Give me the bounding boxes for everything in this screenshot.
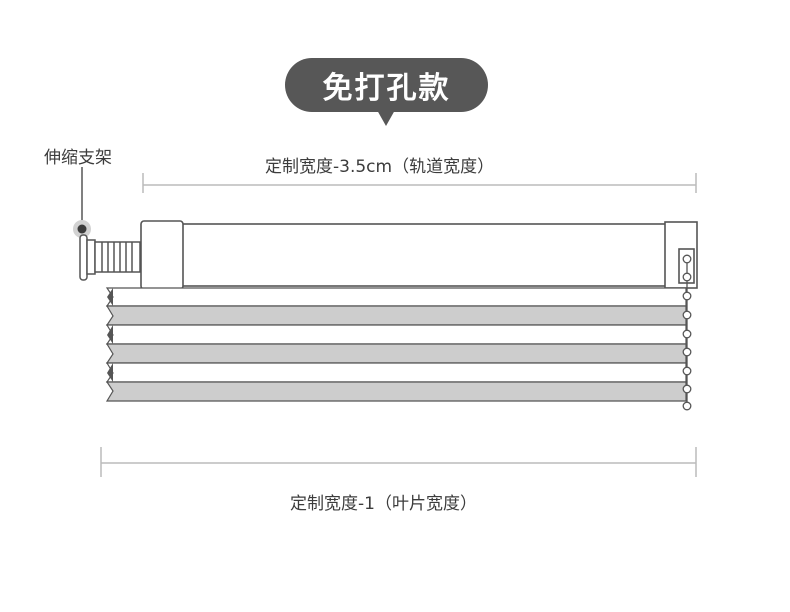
heading-title: 免打孔款 xyxy=(322,71,451,106)
heading-pill: 免打孔款 xyxy=(285,58,488,112)
track-dimension-line xyxy=(142,173,697,193)
telescopic-bracket xyxy=(79,234,141,281)
heading-pill-pointer xyxy=(377,110,395,126)
slat-width-label: 定制宽度-1（叶片宽度） xyxy=(290,494,477,514)
bracket-leader xyxy=(73,167,91,238)
pleated-slats xyxy=(105,287,687,402)
bead-chain xyxy=(682,254,692,411)
track-width-label: 定制宽度-3.5cm（轨道宽度） xyxy=(265,157,495,177)
bracket-label: 伸缩支架 xyxy=(44,148,112,168)
slat-dimension-line xyxy=(100,447,697,477)
headrail xyxy=(140,220,698,290)
